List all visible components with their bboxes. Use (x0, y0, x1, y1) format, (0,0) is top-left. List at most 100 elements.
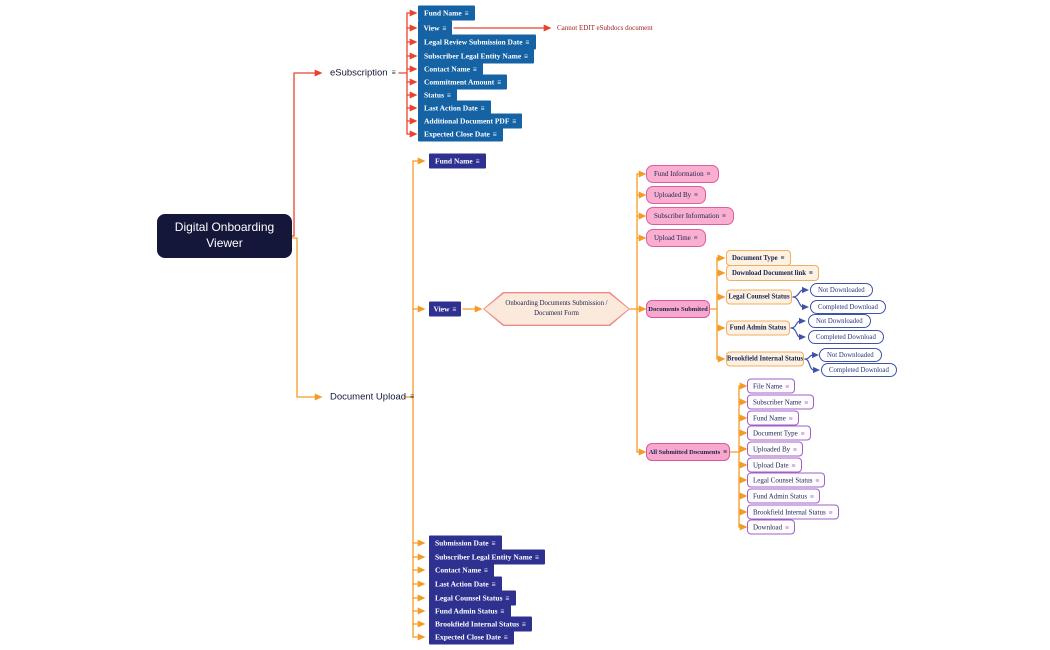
node-legal-counsel-status[interactable]: Legal Counsel Status≡ (747, 472, 826, 488)
node-esub-subscriber-entity[interactable]: Subscriber Legal Entity Name≡ (418, 48, 535, 64)
notes-icon[interactable]: ≡ (503, 633, 508, 641)
node-esub-additional-doc-pdf[interactable]: Additional Document PDF≡ (418, 113, 523, 129)
node-uploaded-by[interactable]: Uploaded By≡ (646, 186, 707, 204)
node-all-submitted-documents[interactable]: All Submitted Documents≡ (646, 443, 730, 461)
notes-icon[interactable]: ≡ (785, 382, 790, 390)
notes-icon[interactable]: ≡ (810, 492, 815, 500)
node-du-view[interactable]: View≡ (429, 301, 461, 317)
node-esub-last-action-date[interactable]: Last Action Date≡ (418, 100, 491, 116)
notes-icon[interactable]: ≡ (512, 117, 517, 125)
branch-document-upload[interactable]: Document Upload ≡ (330, 392, 414, 403)
node-du-contact-name[interactable]: Contact Name≡ (429, 562, 495, 578)
pill-not-downloaded[interactable]: Not Downloaded (819, 348, 882, 362)
notes-icon[interactable]: ≡ (480, 104, 485, 112)
notes-icon[interactable]: ≡ (800, 429, 805, 437)
notes-icon[interactable]: ≡ (522, 620, 527, 628)
node-legal-counsel-status[interactable]: Legal Counsel Status (726, 289, 792, 305)
notes-icon[interactable]: ≡ (791, 461, 796, 469)
notes-icon[interactable]: ≡ (694, 191, 699, 199)
notes-icon[interactable]: ≡ (828, 508, 833, 516)
node-upload-date[interactable]: Upload Date≡ (747, 457, 802, 473)
node-esub-fund-name[interactable]: Fund Name≡ (418, 5, 475, 21)
notes-icon[interactable]: ≡ (793, 445, 798, 453)
notes-icon[interactable]: ≡ (464, 9, 469, 17)
node-brookfield-internal-status[interactable]: Brookfield Internal Status≡ (747, 504, 839, 520)
node-fund-information[interactable]: Fund Information≡ (646, 165, 719, 183)
node-document-type[interactable]: Document Type≡ (726, 250, 791, 266)
pill-completed-download[interactable]: Completed Download (808, 330, 884, 344)
notes-icon[interactable]: ≡ (391, 69, 396, 77)
node-file-name[interactable]: File Name≡ (747, 378, 796, 394)
notes-icon[interactable]: ≡ (410, 393, 415, 401)
navy-status-connectors (790, 286, 820, 374)
notes-icon[interactable]: ≡ (505, 594, 510, 602)
node-esub-commitment-amount[interactable]: Commitment Amount≡ (418, 74, 508, 90)
node-du-submission-date[interactable]: Submission Date≡ (429, 535, 502, 551)
notes-icon[interactable]: ≡ (809, 269, 814, 277)
notes-icon[interactable]: ≡ (452, 305, 457, 313)
notes-icon[interactable]: ≡ (706, 170, 711, 178)
node-fund-admin-status[interactable]: Fund Admin Status≡ (747, 488, 821, 504)
node-esub-contact-name[interactable]: Contact Name≡ (418, 61, 484, 77)
callout-fill (484, 293, 629, 325)
notes-icon[interactable]: ≡ (785, 523, 790, 531)
node-du-brookfield-internal-status[interactable]: Brookfield Internal Status≡ (429, 616, 533, 632)
notes-icon[interactable]: ≡ (693, 234, 698, 242)
node-du-legal-counsel-status[interactable]: Legal Counsel Status≡ (429, 590, 516, 606)
node-fund-admin-status[interactable]: Fund Admin Status (726, 320, 790, 336)
notes-icon[interactable]: ≡ (442, 24, 447, 32)
notes-icon[interactable]: ≡ (804, 398, 809, 406)
node-brookfield-internal-status[interactable]: Brookfield Internal Status (726, 351, 804, 367)
notes-icon[interactable]: ≡ (524, 52, 529, 60)
node-esub-view[interactable]: View≡ (418, 20, 452, 36)
callout-text: Onboarding Documents Submission / Docume… (505, 299, 608, 317)
notes-icon[interactable]: ≡ (500, 607, 505, 615)
pill-not-downloaded[interactable]: Not Downloaded (810, 283, 873, 297)
node-documents-submitted[interactable]: Documents Submited (646, 300, 710, 318)
notes-icon[interactable]: ≡ (722, 212, 727, 220)
node-subscriber-information[interactable]: Subscriber Information≡ (646, 207, 735, 225)
notes-icon[interactable]: ≡ (723, 448, 728, 456)
node-esub-legal-review-date[interactable]: Legal Review Submission Date≡ (418, 34, 536, 50)
node-download-document-link[interactable]: Download Document link≡ (726, 265, 820, 281)
node-document-type[interactable]: Document Type≡ (747, 425, 811, 441)
notes-icon[interactable]: ≡ (473, 65, 478, 73)
notes-icon[interactable]: ≡ (535, 553, 540, 561)
node-upload-time[interactable]: Upload Time≡ (646, 229, 706, 247)
red-branch-connectors (290, 9, 552, 237)
notes-icon[interactable]: ≡ (447, 91, 452, 99)
node-fund-name[interactable]: Fund Name≡ (747, 410, 799, 426)
notes-icon[interactable]: ≡ (497, 78, 502, 86)
node-du-last-action-date[interactable]: Last Action Date≡ (429, 576, 502, 592)
notes-icon[interactable]: ≡ (491, 580, 496, 588)
node-du-subscriber-entity[interactable]: Subscriber Legal Entity Name≡ (429, 549, 546, 565)
esub-view-note: Cannot EDIT eSubdocs document (557, 24, 653, 32)
branch-esubscription[interactable]: eSubscription ≡ (330, 68, 396, 79)
notes-icon[interactable]: ≡ (491, 539, 496, 547)
node-download[interactable]: Download≡ (747, 519, 796, 535)
notes-icon[interactable]: ≡ (492, 130, 497, 138)
pill-completed-download[interactable]: Completed Download (821, 363, 897, 377)
branch-esubscription-label: eSubscription (330, 67, 388, 79)
node-esub-status[interactable]: Status≡ (418, 87, 458, 103)
orange-branch-connectors (290, 157, 748, 641)
node-esub-expected-close-date[interactable]: Expected Close Date≡ (418, 126, 503, 142)
root-topic-label: Digital Onboarding Viewer (174, 220, 275, 250)
notes-icon[interactable]: ≡ (788, 414, 793, 422)
node-du-fund-name[interactable]: Fund Name≡ (429, 153, 486, 169)
notes-icon[interactable]: ≡ (525, 38, 530, 46)
notes-icon[interactable]: ≡ (475, 157, 480, 165)
node-du-expected-close-date[interactable]: Expected Close Date≡ (429, 629, 514, 645)
notes-icon[interactable]: ≡ (484, 566, 489, 574)
node-subscriber-name[interactable]: Subscriber Name≡ (747, 394, 815, 410)
node-du-fund-admin-status[interactable]: Fund Admin Status≡ (429, 603, 511, 619)
pill-completed-download[interactable]: Completed Download (810, 300, 886, 314)
pill-not-downloaded[interactable]: Not Downloaded (808, 314, 871, 328)
callout-onboarding-form[interactable]: Onboarding Documents Submission / Docume… (483, 292, 630, 326)
node-uploaded-by[interactable]: Uploaded By≡ (747, 441, 804, 457)
notes-icon[interactable]: ≡ (780, 254, 785, 262)
notes-icon[interactable]: ≡ (815, 476, 820, 484)
root-topic[interactable]: Digital Onboarding Viewer (157, 214, 292, 258)
branch-document-upload-label: Document Upload (330, 391, 407, 403)
